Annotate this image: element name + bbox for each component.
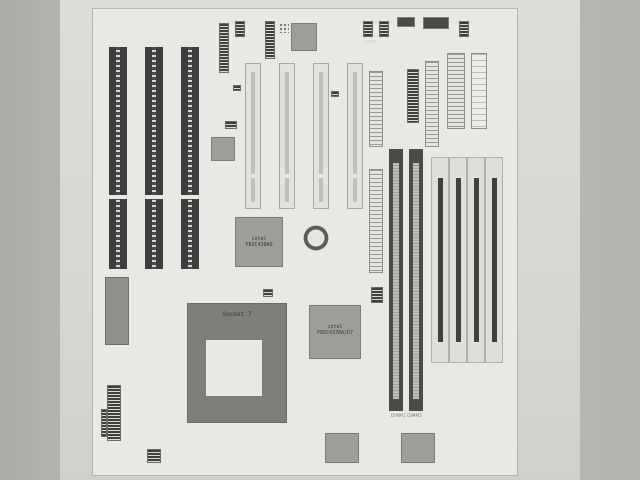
pci-slot-3 xyxy=(313,63,329,209)
dimm-slot-2 xyxy=(409,149,423,411)
isa-slot-2 xyxy=(145,47,163,269)
cpu-socket-label: Socket 7 xyxy=(222,311,252,318)
cpu-socket: Socket 7 xyxy=(187,303,287,423)
south-bridge-label: intel P82C437RA/D7 xyxy=(316,324,354,336)
jumper-small-3 xyxy=(331,91,339,97)
floppy-connector xyxy=(425,61,439,147)
connector-label: ::::::: xyxy=(365,39,376,44)
dimm-label: DIMM1 DIMM2 xyxy=(391,413,422,418)
pci-slot-key xyxy=(285,174,289,178)
front-panel-header-side xyxy=(101,409,107,437)
jumper-mid-1 xyxy=(263,289,273,297)
power-header xyxy=(459,21,469,37)
fan-header-1 xyxy=(363,21,373,37)
north-bridge-label: intel P82C438AO xyxy=(245,236,273,248)
clock-chip-top xyxy=(291,23,317,51)
pci-slot-4 xyxy=(347,63,363,209)
pci-slot-1 xyxy=(245,63,261,209)
isa-slot-key xyxy=(145,195,163,199)
simm-slot-3 xyxy=(467,157,485,363)
simm-slot-core xyxy=(492,178,497,342)
simm-slot-1 xyxy=(431,157,449,363)
simm-slot-core xyxy=(456,178,461,342)
simm-slot-core xyxy=(438,178,443,342)
jumper-mid-2 xyxy=(371,287,383,303)
pci-slot-contact xyxy=(251,72,255,202)
dimm-slot-contacts xyxy=(393,163,399,399)
jumper-small-2 xyxy=(225,121,237,129)
jumper-small-1 xyxy=(233,85,241,91)
ide-connector-secondary xyxy=(369,71,383,147)
south-bridge-chip: intel P82C437RA/D7 xyxy=(309,305,361,359)
bios-chip xyxy=(105,277,129,345)
dimm-slot-1 xyxy=(389,149,403,411)
pci-slot-key xyxy=(353,174,357,178)
chip-bottom-right xyxy=(401,433,435,463)
small-chip-left xyxy=(211,137,235,161)
fan-header-2 xyxy=(379,21,389,37)
front-panel-header xyxy=(107,385,121,441)
jumper-header-small xyxy=(235,21,245,37)
pci-slot-contact xyxy=(353,72,357,202)
pcb-trace-dots xyxy=(279,23,289,33)
chip-bottom-left xyxy=(325,433,359,463)
pci-slot-key xyxy=(251,174,255,178)
connector-bottom-left xyxy=(147,449,161,463)
isa-slot-key xyxy=(109,195,127,199)
connector-block-2 xyxy=(423,17,449,29)
simm-slot-4 xyxy=(485,157,503,363)
pci-slot-2 xyxy=(279,63,295,209)
dimm-slot-contacts xyxy=(413,163,419,399)
isa-slot-key xyxy=(181,195,199,199)
power-connector xyxy=(447,53,465,129)
simm-slot-core xyxy=(474,178,479,342)
isa-slot-1 xyxy=(109,47,127,269)
motherboard-diagram: ::::::: DIMM1 DIMM2 xyxy=(92,8,518,476)
isa-slot-3 xyxy=(181,47,199,269)
pci-slot-key xyxy=(319,174,323,178)
north-bridge-chip: intel P82C438AO xyxy=(235,217,283,267)
ide-connector-primary xyxy=(369,169,383,273)
pci-slot-contact xyxy=(319,72,323,202)
header-block-mid xyxy=(407,69,419,123)
jumper-header-top-mid xyxy=(265,21,275,59)
cpu-socket-cavity xyxy=(206,340,262,396)
jumper-header-top-left xyxy=(219,23,229,73)
connector-block-1 xyxy=(397,17,415,27)
pci-slot-contact xyxy=(285,72,289,202)
simm-slot-2 xyxy=(449,157,467,363)
cmos-battery xyxy=(303,225,329,251)
power-connector-aux xyxy=(471,53,487,129)
